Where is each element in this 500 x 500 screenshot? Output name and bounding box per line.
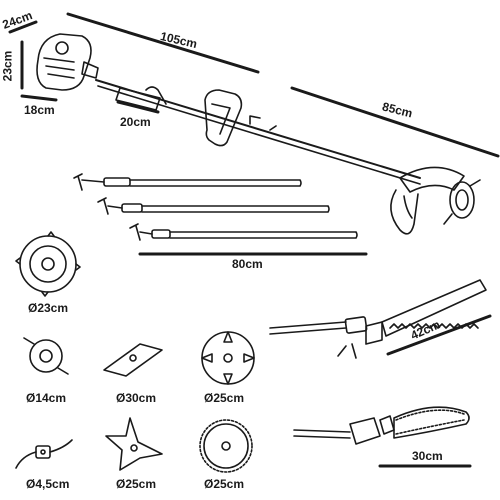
main-shaft [95,79,421,185]
label-engine-base: 18cm [24,103,55,117]
label-engine-height: 23cm [0,50,15,82]
disc-23-icon [15,231,81,297]
trimmer-head [443,179,481,225]
hedge-trimmer-attachment [269,279,487,359]
label-blade-30: Ø30cm [116,391,157,405]
brushcutter-engine [36,33,99,91]
label-extension-length: 80cm [232,257,263,271]
dim-line-105 [66,12,260,74]
label-spool-14: Ø14cm [26,391,67,405]
front-handle [204,89,243,147]
dimension-lines [8,12,500,468]
blade-30-icon [103,343,163,377]
label-disc-4tooth-25: Ø25cm [204,391,245,405]
extension-pole-1 [73,173,302,191]
label-nylon-head-4-5: Ø4,5cm [26,477,70,491]
dim-line-20 [116,100,160,114]
extension-pole-3 [129,223,358,241]
spool-14-icon [23,337,69,375]
tri-blade-25-icon [105,417,163,471]
label-disc-23: Ø23cm [28,301,69,315]
label-handle-span: 20cm [120,115,151,129]
disc-4tooth-25-icon [201,331,255,385]
trimmer-guard [390,166,465,235]
dim-line-18 [20,94,58,102]
label-pole-saw-length: 30cm [412,449,443,463]
dim-line-85 [290,86,500,158]
saw-disc-25-icon [199,419,253,473]
dim-line-24 [8,20,38,34]
label-saw-disc-25: Ø25cm [204,477,245,491]
nylon-head-4-5-icon [15,439,73,469]
dim-line-42 [386,314,492,356]
pole-saw-attachment [293,406,470,445]
label-tri-blade-25: Ø25cm [116,477,157,491]
extension-pole-2 [97,197,330,215]
